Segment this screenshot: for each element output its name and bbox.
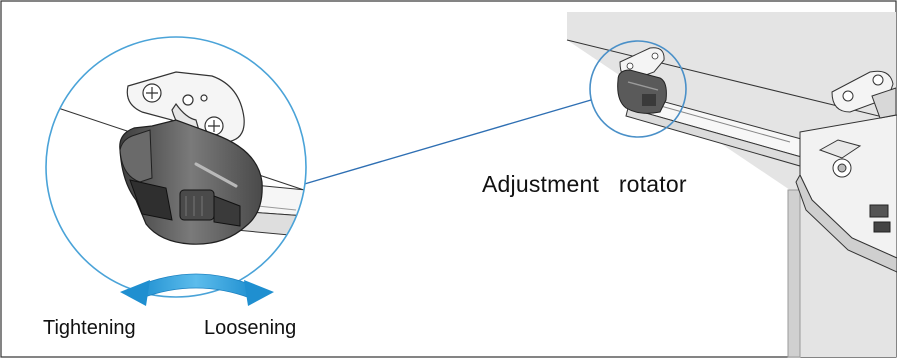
hinge-arm: [625, 91, 897, 273]
adjustment-rotator-label: Adjustment rotator: [482, 171, 687, 197]
tightening-label: Tightening: [43, 317, 136, 339]
rotation-arrow-icon: [120, 273, 274, 306]
mounting-plate-right: [831, 70, 897, 119]
zoom-detail: [46, 37, 306, 297]
callout-circle-zoom: [45, 36, 307, 298]
cabinet-side-panel: [566, 12, 896, 358]
leader-line: [300, 99, 592, 186]
loosening-label: Loosening: [204, 317, 297, 339]
hinge-small-view: [617, 47, 667, 114]
callout-circle-small: [589, 40, 687, 138]
